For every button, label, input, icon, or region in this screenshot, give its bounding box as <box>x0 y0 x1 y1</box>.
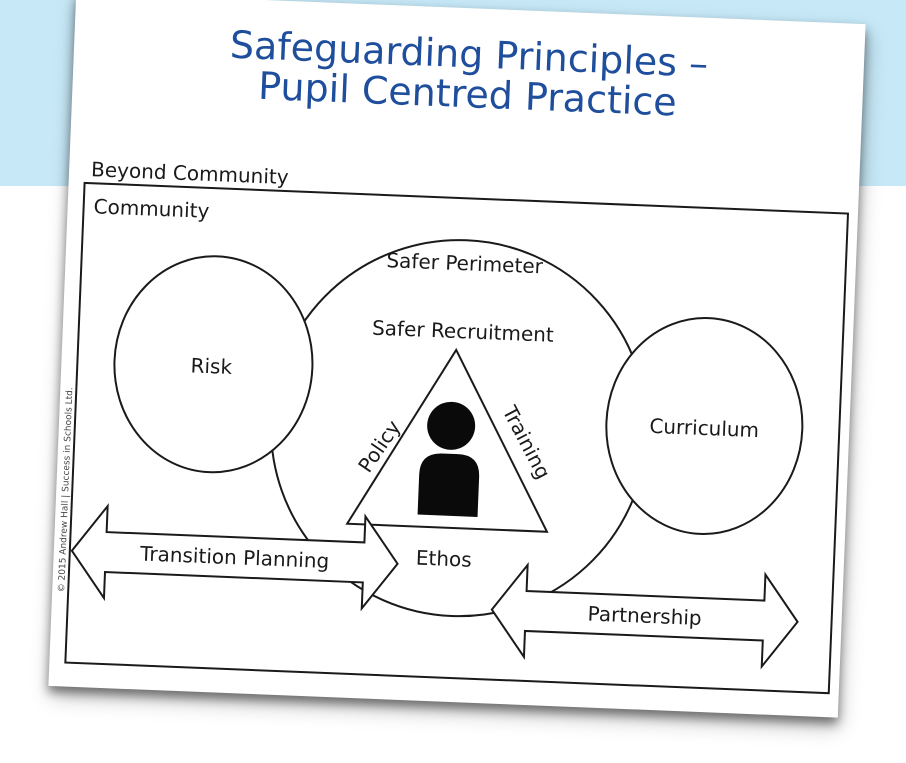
risk-label: Risk <box>190 353 233 379</box>
risk-circle <box>113 255 314 474</box>
diagram-card: Safeguarding Principles – Pupil Centred … <box>48 0 866 718</box>
ethos-label: Ethos <box>415 546 472 572</box>
curriculum-circle <box>605 316 804 535</box>
safeguarding-diagram: Beyond Community Community Safer Perimet… <box>57 157 850 695</box>
safer-recruitment-label: Safer Recruitment <box>372 316 555 347</box>
partnership-arrow <box>490 562 799 670</box>
community-label: Community <box>93 194 210 223</box>
curriculum-label: Curriculum <box>649 414 760 442</box>
safer-perimeter-label: Safer Perimeter <box>386 248 544 278</box>
partnership-label: Partnership <box>587 601 702 630</box>
person-icon <box>417 401 480 517</box>
transition-planning-arrow <box>70 503 399 612</box>
community-boundary <box>64 181 850 695</box>
